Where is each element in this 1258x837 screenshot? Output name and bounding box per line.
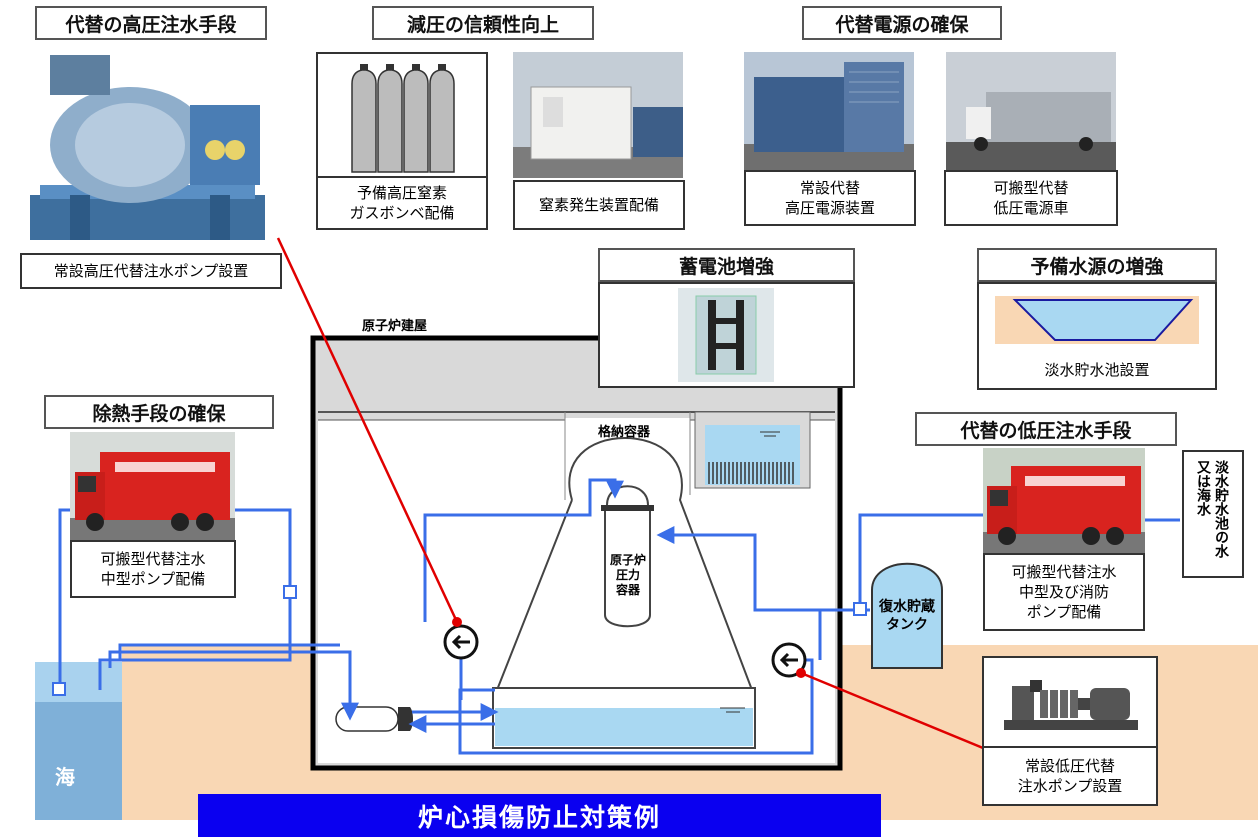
caption-low-pressure-pump: 常設低圧代替 注水ポンプ設置 xyxy=(1017,757,1123,795)
freshwater-pond-icon xyxy=(995,296,1199,344)
water-source-label: 淡水貯水池の水 又は海水 xyxy=(1195,460,1229,558)
header-reserve-water: 予備水源の増強 xyxy=(977,248,1217,282)
fuel-pool xyxy=(694,411,811,489)
portable-power-caption-box: 可搬型代替 低圧電源車 xyxy=(944,170,1118,226)
banner-text: 炉心損傷防止対策例 xyxy=(417,802,661,832)
containment-label: 格納容器 xyxy=(598,425,651,440)
pointer-lp xyxy=(800,671,1001,757)
caption-nitrogen-cylinders: 予備高圧窒素 ガスボンベ配備 xyxy=(349,184,455,222)
caption-freshwater-pond: 淡水貯水池設置 xyxy=(1044,361,1150,379)
nitrogen-generator-image xyxy=(513,52,683,178)
low-pressure-pump-panel: 常設低圧代替 注水ポンプ設置 xyxy=(982,656,1158,806)
permanent-power-image xyxy=(744,52,914,170)
hp-pump xyxy=(443,624,479,660)
heat-exchanger xyxy=(335,706,413,732)
heat-removal-truck-image xyxy=(70,432,235,540)
header-battery: 蓄電池増強 xyxy=(598,248,855,282)
portable-pump-mid-caption-box: 可搬型代替注水 中型ポンプ配備 xyxy=(70,540,236,598)
header-depressurization: 減圧の信頼性向上 xyxy=(372,6,594,40)
caption-permanent-power: 常設代替 高圧電源装置 xyxy=(784,179,875,217)
caption-nitrogen-generator: 窒素発生装置配備 xyxy=(538,196,659,214)
header-heat-removal: 除熱手段の確保 xyxy=(44,395,274,429)
condensate-tank-label: 復水貯蔵 タンク xyxy=(879,599,935,633)
portable-power-image xyxy=(946,52,1116,170)
lp-pump xyxy=(771,642,807,678)
high-pressure-pump-image xyxy=(20,45,280,253)
battery-panel xyxy=(598,282,855,388)
caption-portable-pump-fire: 可搬型代替注水 中型及び消防 ポンプ配備 xyxy=(1011,563,1117,621)
header-alt-high-pressure: 代替の高圧注水手段 xyxy=(35,6,267,40)
low-pressure-truck-image xyxy=(983,448,1145,553)
header-alt-low-pressure: 代替の低圧注水手段 xyxy=(915,412,1177,446)
nitrogen-cylinders-panel: 予備高圧窒素 ガスボンベ配備 xyxy=(316,52,488,230)
banner: 炉心損傷防止対策例 xyxy=(198,794,881,837)
nitrogen-cylinders-icon xyxy=(351,64,455,173)
reserve-water-panel: 淡水貯水池設置 xyxy=(977,282,1217,390)
caption-portable-power: 可搬型代替 低圧電源車 xyxy=(993,179,1069,217)
caption-portable-pump-mid: 可搬型代替注水 中型ポンプ配備 xyxy=(100,550,206,588)
condensate-tank xyxy=(871,562,943,669)
header-alt-power: 代替電源の確保 xyxy=(802,6,1002,40)
pointer-hp xyxy=(276,237,459,623)
nitrogen-generator-caption-box: 窒素発生装置配備 xyxy=(513,180,685,230)
battery-image xyxy=(678,288,774,382)
low-pressure-pump-icon xyxy=(1004,680,1138,730)
water-source-box: 淡水貯水池の水 又は海水 xyxy=(1182,450,1244,578)
portable-pump-fire-caption-box: 可搬型代替注水 中型及び消防 ポンプ配備 xyxy=(983,553,1145,631)
rpv-label: 原子炉 圧力 容器 xyxy=(609,553,646,597)
caption-high-pressure-pump: 常設高圧代替注水ポンプ設置 xyxy=(20,253,282,289)
reactor-building-label: 原子炉建屋 xyxy=(362,319,428,334)
sea-label: 海 xyxy=(55,765,75,789)
permanent-power-caption-box: 常設代替 高圧電源装置 xyxy=(744,170,916,226)
